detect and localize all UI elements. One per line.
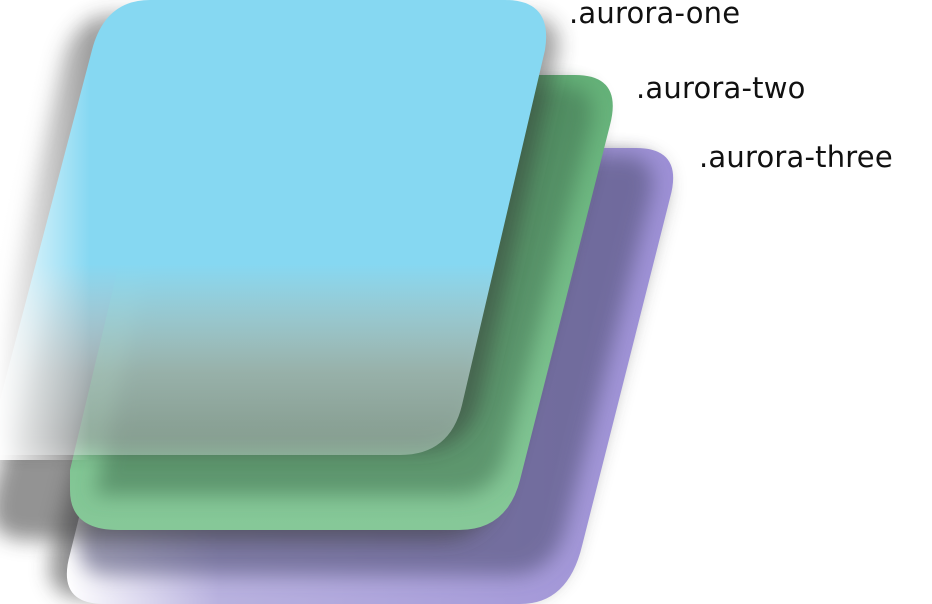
aurora-three-label: .aurora-three <box>699 140 893 174</box>
aurora-one-edge-fade <box>0 0 500 460</box>
aurora-one-layer <box>0 0 559 460</box>
aurora-two-label: .aurora-two <box>636 71 806 105</box>
aurora-one-label: .aurora-one <box>569 0 741 30</box>
